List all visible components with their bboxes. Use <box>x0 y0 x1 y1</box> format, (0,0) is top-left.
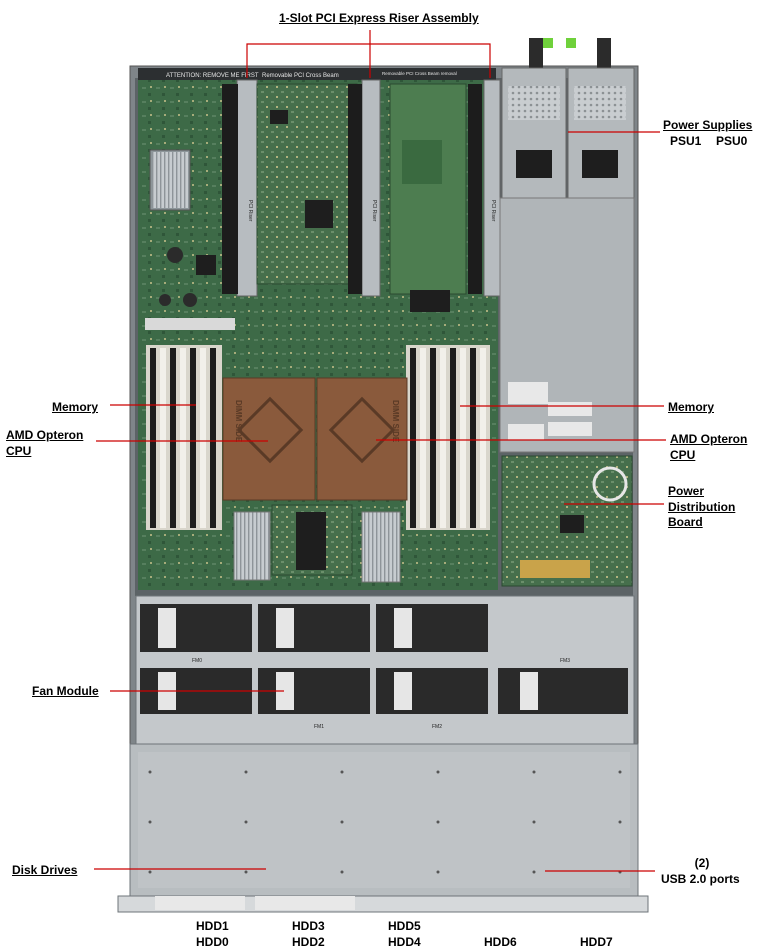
memory-dimms-left <box>146 345 222 530</box>
label-disk-drives: Disk Drives <box>12 863 78 877</box>
label-psu0: PSU0 <box>716 134 748 148</box>
disk-drive-bay-cover <box>117 743 649 913</box>
label-hdd7: HDD7 <box>580 935 613 949</box>
label-memory-left: Memory <box>52 400 99 414</box>
memory-dimms-right <box>406 345 490 530</box>
label-cpu-right-line1: AMD Opteron <box>670 432 748 446</box>
pci-riser-label-0: PCI Riser <box>247 200 253 222</box>
pci-riser-slot-1: PCI Riser <box>348 79 381 297</box>
label-fan-module: Fan Module <box>32 684 99 698</box>
label-hdd3: HDD3 <box>292 919 325 933</box>
fan-label-fm2: FM2 <box>432 724 442 730</box>
fan-tray: FM0 FM1 FM2 FM3 <box>135 595 635 745</box>
fan-label-fm0: FM0 <box>192 658 202 664</box>
power-supply-unit-1 <box>501 38 567 199</box>
heatsink-right-text: DIMM SIDE <box>391 400 400 443</box>
label-hdd2: HDD2 <box>292 935 325 949</box>
label-pdb-line3: Board <box>668 515 703 529</box>
label-hdd6: HDD6 <box>484 935 517 949</box>
cross-beam-label: Removable PCI Cross Beam <box>262 73 339 79</box>
pci-card-left <box>256 83 358 285</box>
label-pdb-line1: Power <box>668 484 705 498</box>
label-hdd5: HDD5 <box>388 919 421 933</box>
pci-riser-label-2: PCI Riser <box>490 200 496 222</box>
label-hdd1: HDD1 <box>196 919 229 933</box>
label-power-supplies: Power Supplies <box>663 118 753 132</box>
callout-lines <box>94 30 666 872</box>
label-usb-count: (2) <box>694 856 710 870</box>
cross-beam-note: Removable PCI Cross Beam removal <box>382 71 457 76</box>
label-cpu-left-line1: AMD Opteron <box>6 428 84 442</box>
attention-label: ATTENTION: REMOVE ME FIRST <box>166 73 259 79</box>
label-usb-ports: USB 2.0 ports <box>661 872 740 886</box>
pci-cross-beam: ATTENTION: REMOVE ME FIRST Removable PCI… <box>138 68 496 80</box>
label-riser-assembly: 1-Slot PCI Express Riser Assembly <box>279 11 479 25</box>
cpu-heatsink-right: DIMM SIDE <box>316 377 408 501</box>
heatsink-left-text: DIMM SIDE <box>234 400 243 443</box>
power-supply-unit-0 <box>566 38 635 199</box>
label-cpu-right-line2: CPU <box>670 448 696 462</box>
fan-label-fm3: FM3 <box>560 658 570 664</box>
cpu-heatsink-left: DIMM SIDE <box>222 377 316 501</box>
pci-riser-slot-2: PCI Riser <box>468 79 501 297</box>
power-supply-housing <box>499 197 635 453</box>
label-psu1: PSU1 <box>670 134 702 148</box>
fan-label-fm1: FM1 <box>314 724 324 730</box>
power-distribution-board <box>501 455 633 587</box>
label-hdd0: HDD0 <box>196 935 229 949</box>
pci-riser-slot-0: PCI Riser <box>222 79 258 297</box>
label-cpu-left-line2: CPU <box>6 444 32 458</box>
callout-line-riser <box>246 43 491 78</box>
label-pdb-line2: Distribution <box>668 500 736 514</box>
pci-riser-label-1: PCI Riser <box>371 200 377 222</box>
pci-card-right <box>389 83 467 312</box>
label-memory-right: Memory <box>668 400 715 414</box>
chipset-heatsinks <box>233 504 401 583</box>
label-hdd4: HDD4 <box>388 935 421 949</box>
